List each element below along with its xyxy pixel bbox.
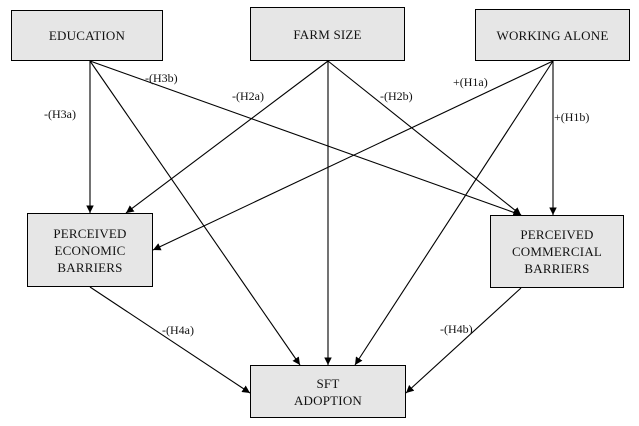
node-commercial-line-1: PERCEIVED	[520, 227, 594, 242]
edge-working-alone-to-economic	[152, 60, 554, 251]
node-economic-line-1: PERCEIVED	[53, 225, 127, 241]
edge-education-to-sft	[89, 60, 301, 366]
node-working-alone: WORKING ALONE	[475, 9, 630, 61]
edge-label-education-to-commercial: -(H3b)	[145, 71, 178, 85]
node-education-line-1: EDUCATION	[48, 28, 126, 43]
node-education: EDUCATION	[11, 10, 163, 61]
edge-farm-size-to-economic	[125, 60, 329, 214]
node-working-alone-line-1: WORKING ALONE	[496, 27, 609, 43]
node-economic-line-3: BARRIERS	[57, 259, 123, 275]
node-commercial-line-3: BARRIERS	[524, 261, 590, 276]
edge-farm-size-to-commercial	[327, 60, 522, 216]
node-sft-line-1: SFT	[316, 375, 340, 391]
edge-working-alone-to-sft	[354, 60, 554, 366]
edge-label-farm-size-to-economic: -(H2a)	[232, 89, 264, 103]
edge-label-working-alone-to-commercial: +(H1b)	[554, 110, 589, 124]
edge-label-commercial-to-sft: -(H4b)	[440, 322, 473, 336]
edge-economic-to-sft	[89, 286, 251, 394]
node-perceived-economic-barriers: PERCEIVED ECONOMIC BARRIERS	[27, 213, 153, 287]
edge-label-education-to-economic: -(H3a)	[44, 107, 76, 121]
edge-education-to-commercial	[89, 60, 522, 217]
edge-label-working-alone-to-economic: +(H1a)	[453, 75, 488, 89]
node-commercial-line-2: COMMERCIAL	[511, 244, 603, 259]
node-farm-size-line-1: FARM SIZE	[293, 26, 362, 42]
node-perceived-commercial-barriers: PERCEIVED COMMERCIAL BARRIERS	[490, 215, 624, 288]
edge-label-economic-to-sft: -(H4a)	[162, 323, 194, 337]
node-sft-adoption: SFT ADOPTION	[250, 365, 406, 418]
node-farm-size: FARM SIZE	[250, 7, 405, 61]
node-economic-line-2: ECONOMIC	[54, 242, 126, 258]
edge-commercial-to-sft	[405, 287, 522, 394]
node-sft-line-2: ADOPTION	[293, 392, 363, 408]
edge-label-farm-size-to-commercial: -(H2b)	[380, 89, 413, 103]
